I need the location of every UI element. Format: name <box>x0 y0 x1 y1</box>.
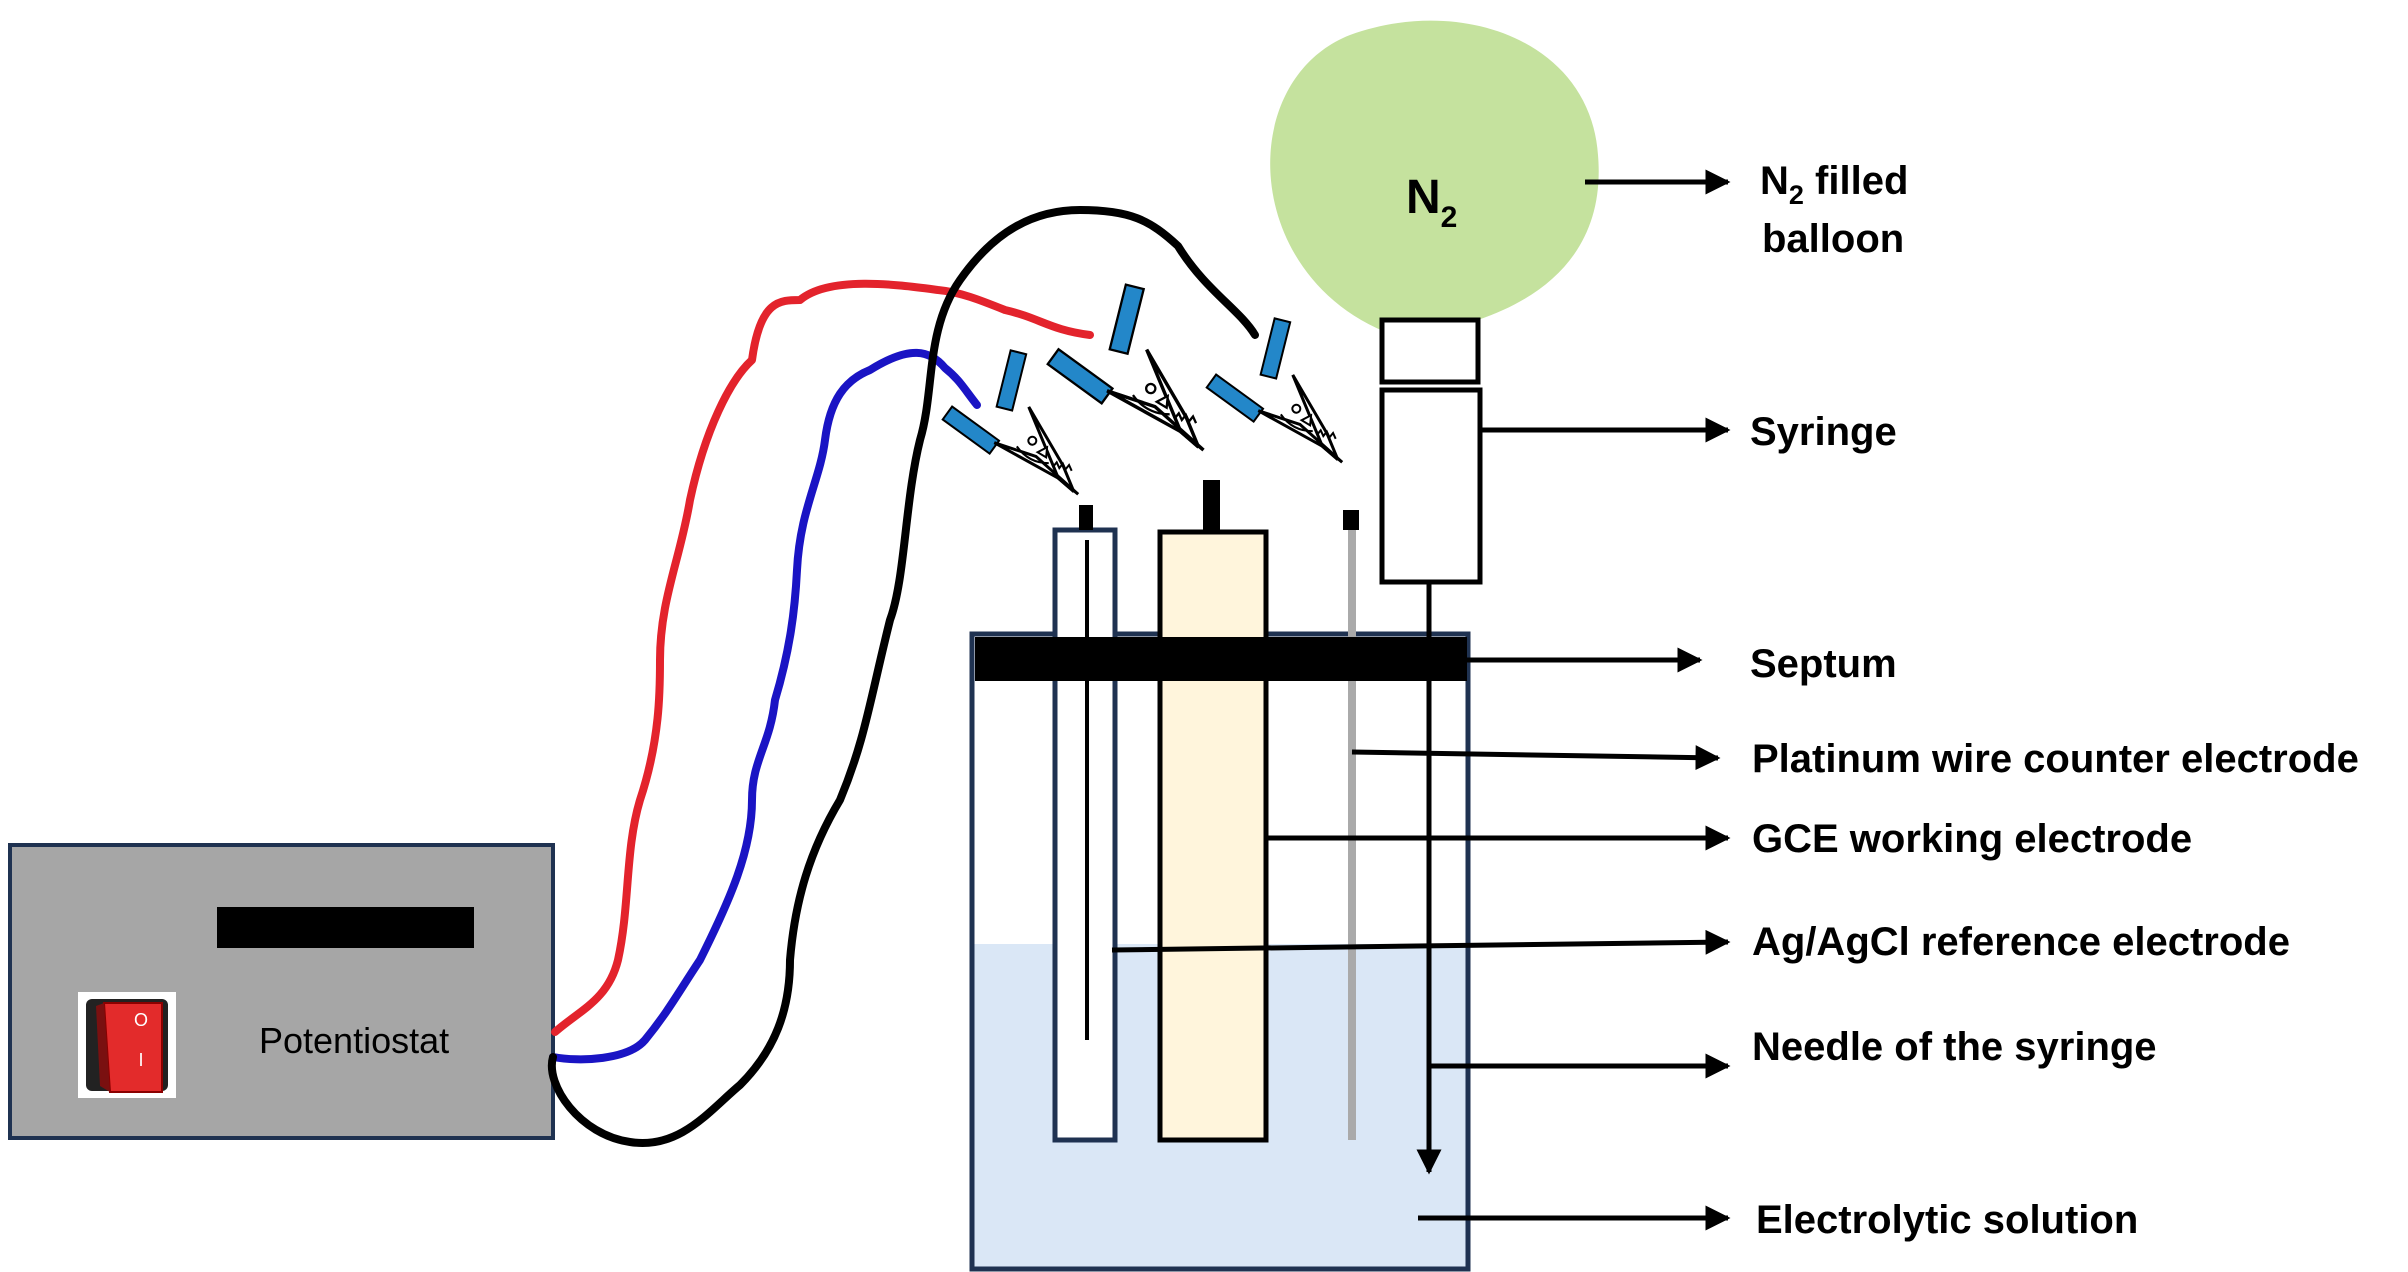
potentiostat: O I Potentiostat <box>8 843 555 1140</box>
syringe: N2 <box>1270 20 1599 1175</box>
platinum-wire-electrode <box>1343 510 1359 1140</box>
leader-arrows <box>1111 169 1731 1231</box>
n2-balloon <box>1270 20 1599 335</box>
potentiostat-display <box>217 907 474 948</box>
reference-electrode <box>1052 505 1118 1143</box>
label-reference: Ag/AgCl reference electrode <box>1752 920 2290 964</box>
wires <box>547 206 1259 1148</box>
switch-on-symbol: O <box>134 1010 148 1030</box>
blue-wire <box>549 348 981 1064</box>
label-balloon: N2 filled <box>1760 159 1908 210</box>
labels: N2 filled balloon Syringe Septum Platinu… <box>1750 159 2359 1242</box>
arrow-platinum <box>1351 745 1721 771</box>
label-septum: Septum <box>1750 642 1897 686</box>
label-syringe: Syringe <box>1750 410 1897 454</box>
switch-off-symbol: I <box>138 1050 143 1070</box>
label-electrolyte: Electrolytic solution <box>1756 1198 2138 1242</box>
label-platinum: Platinum wire counter electrode <box>1752 737 2359 781</box>
arrow-reference <box>1111 929 1731 955</box>
power-switch[interactable]: O I <box>78 992 176 1098</box>
label-needle: Needle of the syringe <box>1752 1025 2157 1069</box>
clip-gce <box>1038 276 1206 468</box>
label-gce: GCE working electrode <box>1752 817 2192 861</box>
n2-balloon-label: N2 <box>1406 171 1457 234</box>
septum <box>975 637 1467 681</box>
black-wire <box>547 206 1259 1148</box>
clip-platinum <box>1198 311 1344 477</box>
label-balloon-line2: balloon <box>1762 217 1904 261</box>
gce-working-electrode <box>1157 480 1269 1143</box>
potentiostat-label: Potentiostat <box>259 1020 449 1061</box>
